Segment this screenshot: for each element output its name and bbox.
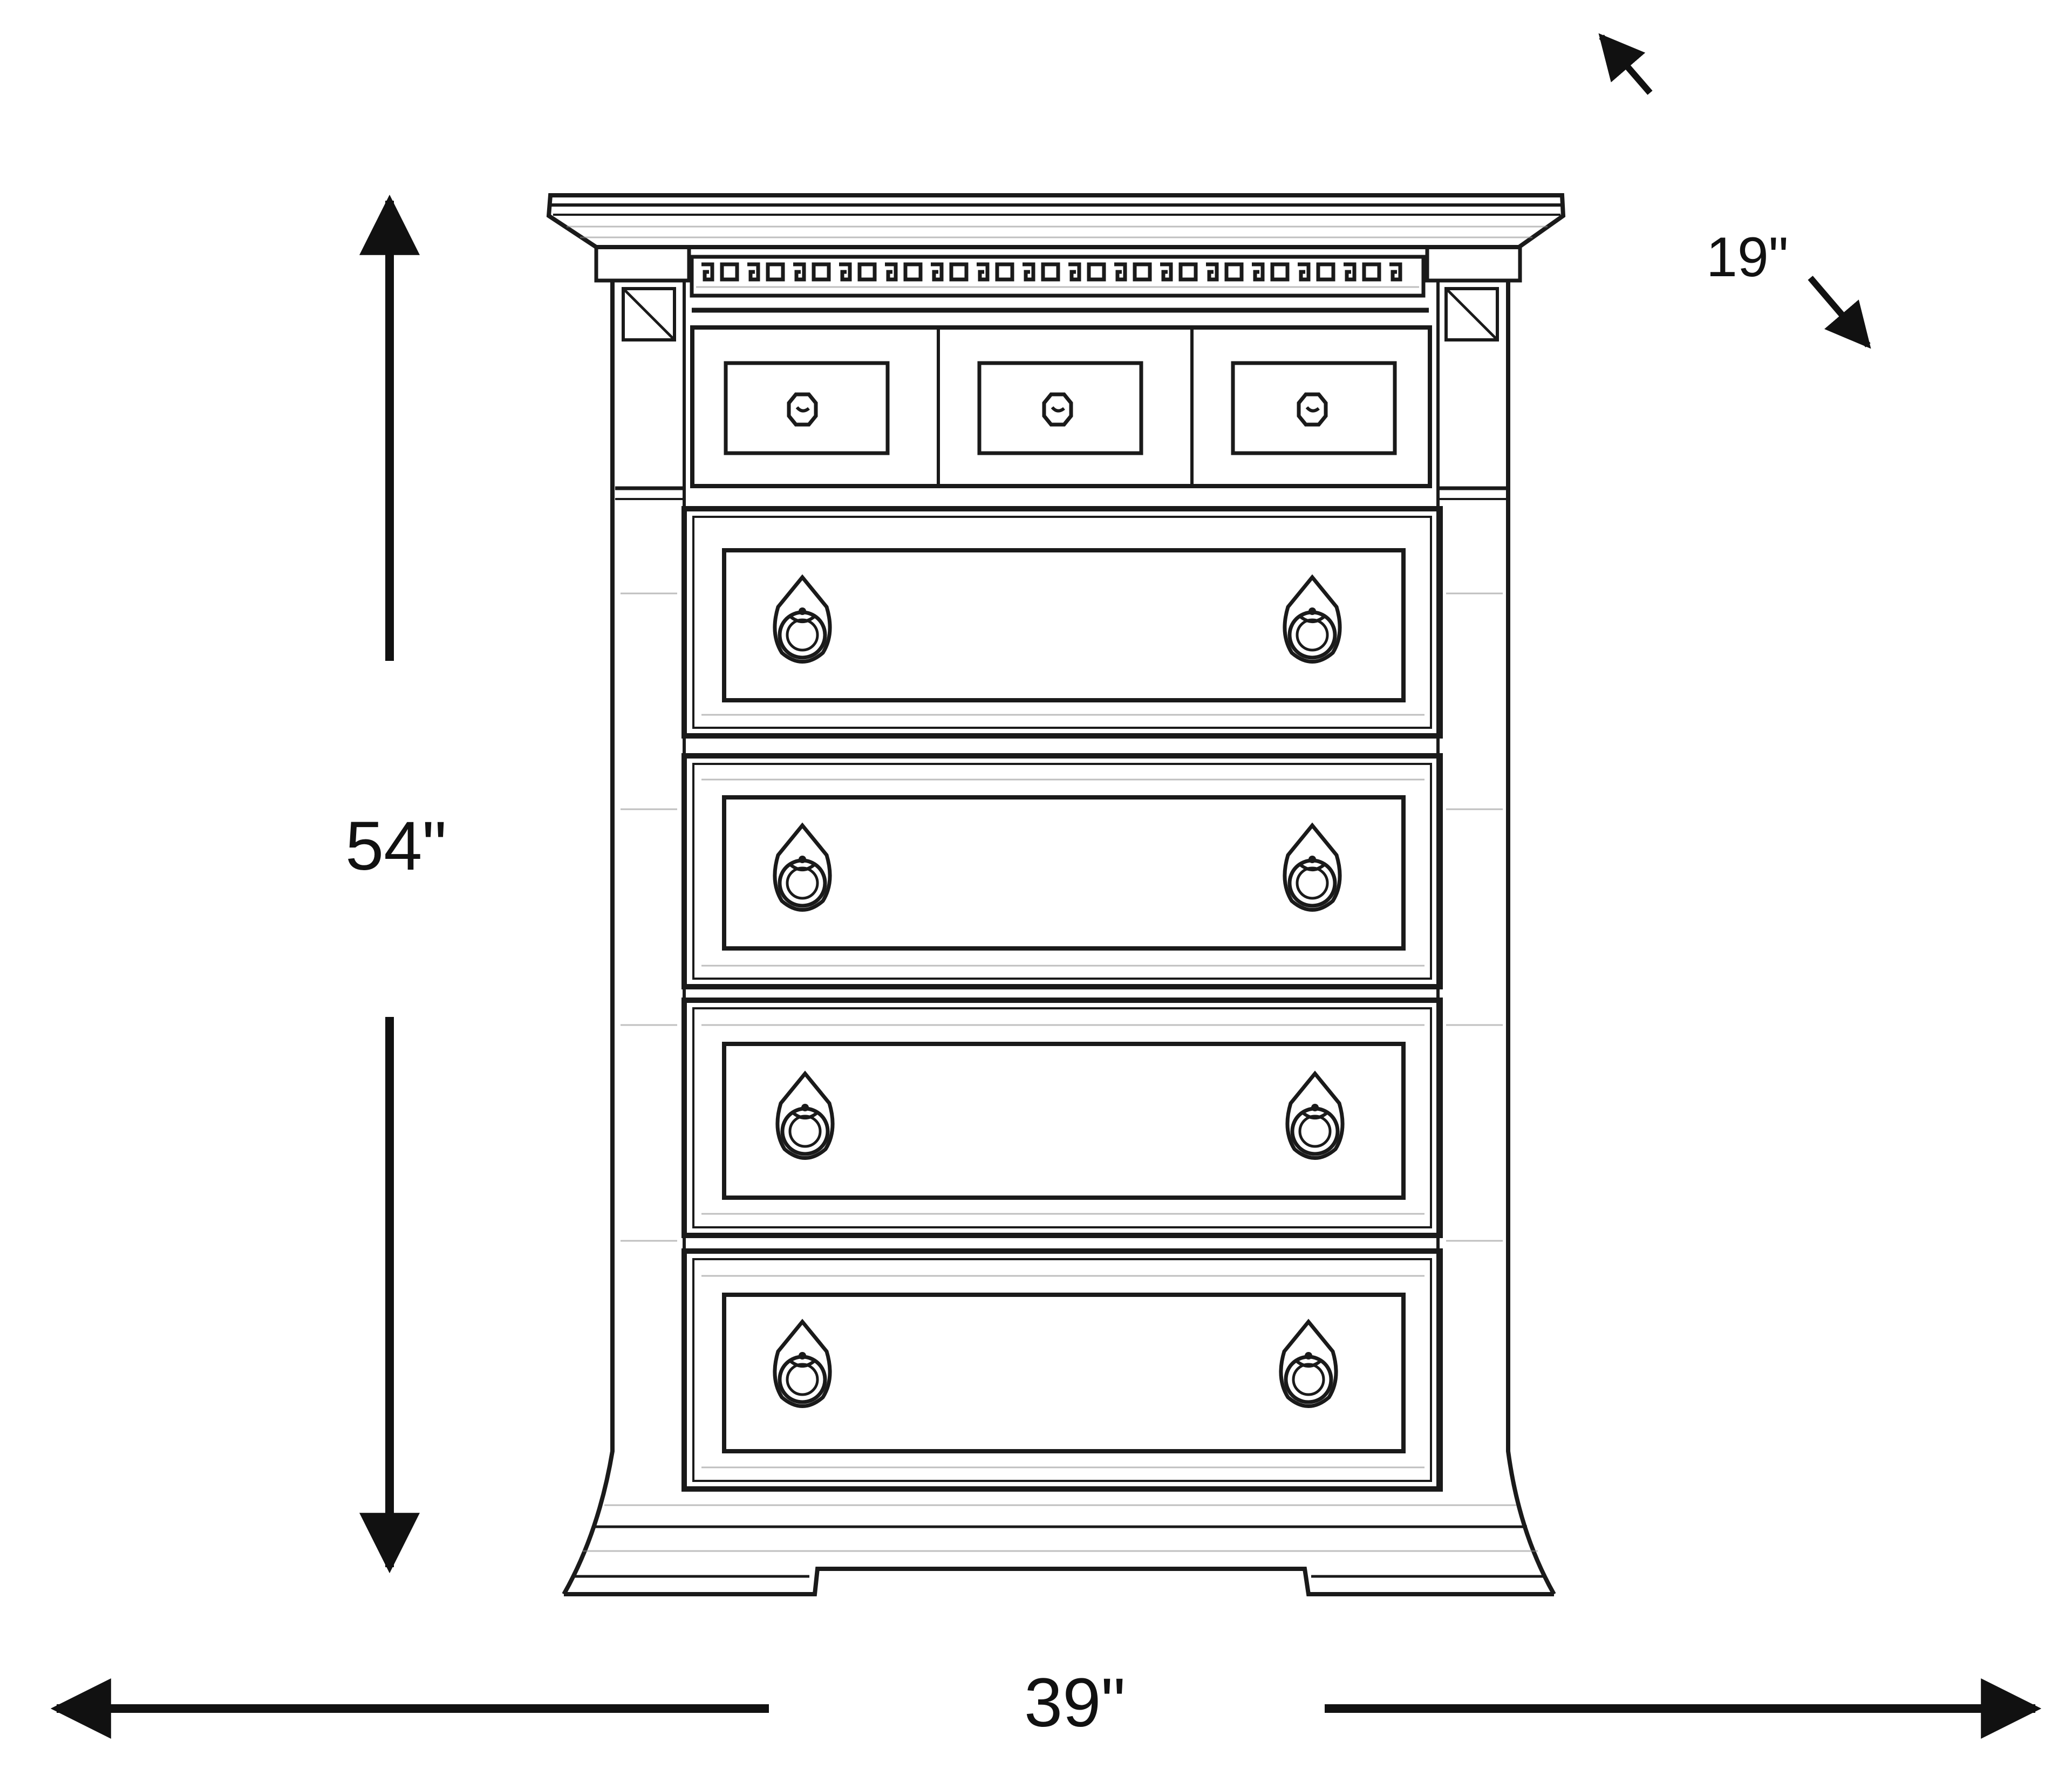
- base-plinth: [564, 1504, 1554, 1596]
- ring-pull-icon: [1287, 1074, 1342, 1158]
- height-label: 54": [345, 808, 447, 885]
- ring-pull-icon: [778, 1074, 833, 1158]
- ring-pull-icon: [775, 1322, 830, 1406]
- left-pilaster: [562, 281, 686, 1595]
- small-drawer-center[interactable]: [977, 361, 1143, 455]
- left-capital: [594, 245, 691, 283]
- ring-pull-icon: [775, 577, 830, 662]
- knob-icon: [789, 394, 816, 425]
- ring-pull-icon: [1285, 577, 1340, 662]
- depth-arrow-lower-icon: [1808, 276, 1871, 349]
- large-drawer-1[interactable]: [681, 506, 1443, 739]
- width-label: 39": [1024, 1664, 1126, 1741]
- knob-icon: [1044, 394, 1071, 425]
- large-drawer-3[interactable]: [681, 998, 1443, 1238]
- knob-icon: [1299, 394, 1326, 425]
- top-small-drawer-row: [690, 325, 1432, 488]
- depth-dimension-arrow: [1598, 33, 1871, 349]
- depth-arrow-upper-icon: [1598, 33, 1653, 95]
- small-drawer-left[interactable]: [724, 361, 890, 455]
- depth-label: 19": [1706, 226, 1789, 289]
- chest: [546, 193, 1566, 1596]
- right-capital: [1425, 245, 1522, 283]
- greek-key-frieze: [690, 255, 1426, 298]
- large-drawer-4[interactable]: [681, 1248, 1443, 1492]
- ring-pull-icon: [1281, 1322, 1336, 1406]
- large-drawer-2[interactable]: [681, 753, 1443, 989]
- ring-pull-icon: [775, 825, 830, 910]
- cornice: [546, 193, 1566, 249]
- ring-pull-icon: [1285, 825, 1340, 910]
- small-drawer-right[interactable]: [1231, 361, 1397, 455]
- right-pilaster: [1436, 281, 1556, 1595]
